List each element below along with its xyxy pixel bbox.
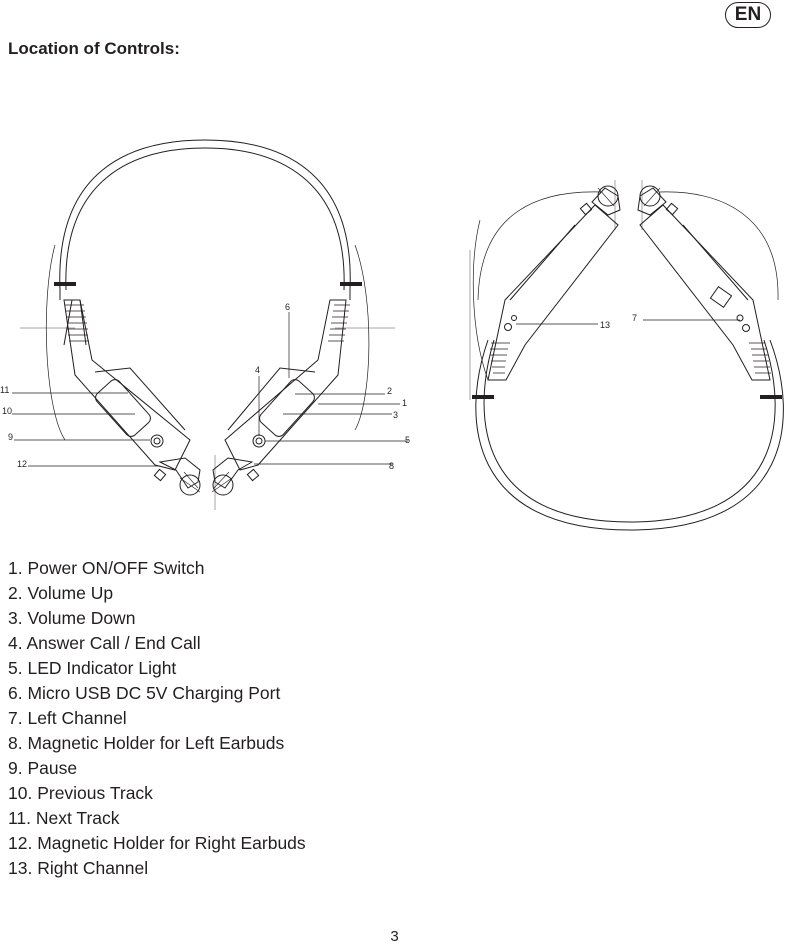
list-item: 6. Micro USB DC 5V Charging Port [8,683,281,703]
left-arm-back [487,180,621,381]
list-item: 5. LED Indicator Light [8,658,177,678]
list-item: 2. Volume Up [8,583,114,603]
callout-5: 5 [405,435,410,445]
list-item: 7. Left Channel [8,708,127,728]
list-item: 13. Right Channel [8,858,149,878]
list-item: 1. Power ON/OFF Switch [8,558,205,578]
callout-11: 11 [0,385,9,395]
controls-list: 1. Power ON/OFF Switch 2. Volume Up 3. V… [8,556,306,881]
callout-10: 10 [2,406,12,416]
callout-labels: 11 10 9 12 6 4 2 1 3 5 8 13 7 [0,302,637,471]
callout-13: 13 [600,320,610,330]
page-title: Location of Controls: [8,39,180,58]
callout-lines-front [12,312,408,467]
callout-1: 1 [402,398,407,408]
right-arm-back [637,180,771,381]
callout-3: 3 [393,410,398,420]
list-item: 9. Pause [8,758,78,778]
callout-8: 8 [389,461,394,471]
callout-lines-back [516,319,740,325]
page-number: 3 [390,928,399,945]
list-item: 4. Answer Call / End Call [8,633,201,653]
list-item: 8. Magnetic Holder for Left Earbuds [8,733,285,753]
neckband-back [469,191,784,531]
callout-4: 4 [255,365,260,375]
list-item: 11. Next Track [8,808,120,828]
list-item: 12. Magnetic Holder for Right Earbuds [8,833,306,853]
list-item: 3. Volume Down [8,608,136,628]
headset-diagram: 11 10 9 12 6 4 2 1 3 5 8 13 7 [0,139,784,531]
callout-12: 12 [17,459,27,469]
callout-6: 6 [285,302,290,312]
callout-2: 2 [387,386,392,396]
list-item: 10. Previous Track [8,783,153,803]
callout-7: 7 [632,313,637,323]
callout-9: 9 [8,432,13,442]
left-arm-front [63,299,201,496]
neckband-front [20,139,395,441]
language-badge: EN [725,2,771,28]
right-arm-front [211,299,350,510]
